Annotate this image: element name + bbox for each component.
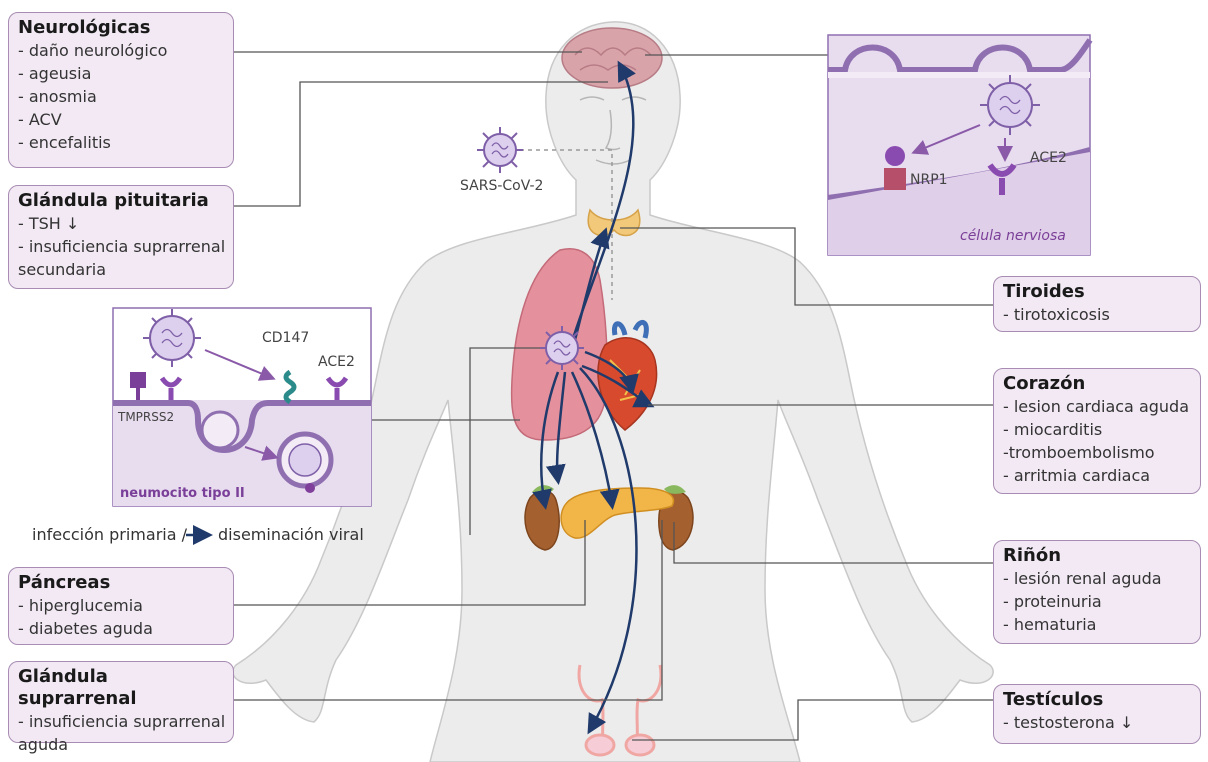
box-title: Neurológicas — [18, 17, 224, 39]
box-item: - diabetes aguda — [18, 617, 224, 640]
box-item: - hiperglucemia — [18, 594, 224, 617]
box-title: Tiroides — [1003, 281, 1191, 303]
box-title: Corazón — [1003, 373, 1191, 395]
box-testiculos: Testículos - testosterona ↓ — [993, 684, 1201, 744]
box-item: - encefalitis — [18, 131, 224, 154]
box-item: - lesion cardiaca aguda — [1003, 395, 1191, 418]
box-title: Riñón — [1003, 545, 1191, 567]
box-rinon: Riñón - lesión renal aguda - proteinuria… — [993, 540, 1201, 644]
box-title: Glándula pituitaria — [18, 190, 224, 212]
box-item: - TSH ↓ — [18, 212, 224, 235]
box-item: - daño neurológico — [18, 39, 224, 62]
box-item: - tirotoxicosis — [1003, 303, 1191, 326]
sars-cov-2-icon — [477, 127, 523, 173]
box-item: - ageusia — [18, 62, 224, 85]
box-item: - miocarditis — [1003, 418, 1191, 441]
box-tiroides: Tiroides - tirotoxicosis — [993, 276, 1201, 332]
box-item: - hematuria — [1003, 613, 1191, 636]
box-item: secundaria — [18, 258, 224, 281]
box-neurologicas: Neurológicas - daño neurológico - ageusi… — [8, 12, 234, 168]
box-title: Glándula suprarrenal — [18, 666, 224, 710]
box-item: - anosmia — [18, 85, 224, 108]
box-corazon: Corazón - lesion cardiaca aguda - miocar… — [993, 368, 1201, 494]
nerve-cell-inset — [828, 35, 1090, 255]
box-item: -tromboembolismo — [1003, 441, 1191, 464]
box-pancreas: Páncreas - hiperglucemia - diabetes agud… — [8, 567, 234, 645]
box-item: - arritmia cardiaca — [1003, 464, 1191, 487]
tmprss2-label: TMPRSS2 — [118, 410, 174, 424]
nerve-cell-label: célula nerviosa — [960, 228, 1066, 244]
ace2-nerve-label: ACE2 — [1030, 150, 1067, 166]
box-pituitaria: Glándula pituitaria - TSH ↓ - insuficien… — [8, 185, 234, 289]
box-item: - insuficiencia suprarrenal — [18, 710, 224, 733]
box-item: - ACV — [18, 108, 224, 131]
pneumocyte-inset — [113, 308, 371, 506]
box-title: Páncreas — [18, 572, 224, 594]
cd147-label: CD147 — [262, 330, 309, 346]
box-item: - testosterona ↓ — [1003, 711, 1191, 734]
box-item: - insuficiencia suprarrenal — [18, 235, 224, 258]
brain — [562, 28, 662, 88]
box-item: aguda — [18, 733, 224, 756]
box-suprarrenal: Glándula suprarrenal - insuficiencia sup… — [8, 661, 234, 743]
sars-cov-2-label: SARS-CoV-2 — [460, 178, 543, 194]
box-item: - proteinuria — [1003, 590, 1191, 613]
lung-virus — [540, 326, 584, 370]
ace2-lung-label: ACE2 — [318, 354, 355, 370]
nrp1-label: NRP1 — [910, 172, 948, 188]
legend-primary-infection: infección primaria / — [32, 525, 187, 544]
pneumocyte-label: neumocito tipo II — [120, 486, 245, 501]
box-item: - lesión renal aguda — [1003, 567, 1191, 590]
legend-viral-spread: diseminación viral — [218, 525, 364, 544]
box-title: Testículos — [1003, 689, 1191, 711]
